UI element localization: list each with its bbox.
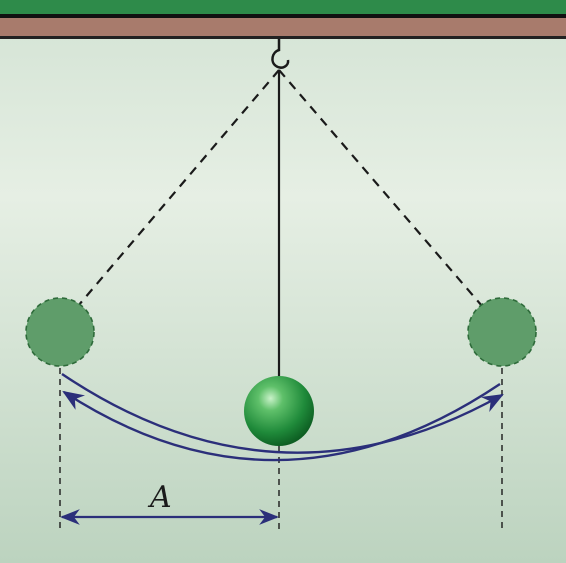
left-extreme-bob xyxy=(25,297,95,367)
amplitude-label: A xyxy=(150,480,172,515)
ceiling-beam xyxy=(0,18,566,36)
swing-arrow-upper xyxy=(62,383,501,462)
hook-icon xyxy=(271,39,290,69)
left-extreme-string xyxy=(77,69,280,307)
ceiling-top-band xyxy=(0,0,566,14)
pendulum-bob xyxy=(244,376,314,446)
right-extreme-bob xyxy=(467,297,537,367)
ceiling xyxy=(0,0,566,39)
right-extreme-string xyxy=(278,69,483,307)
swing-arrow-lower xyxy=(61,373,504,454)
